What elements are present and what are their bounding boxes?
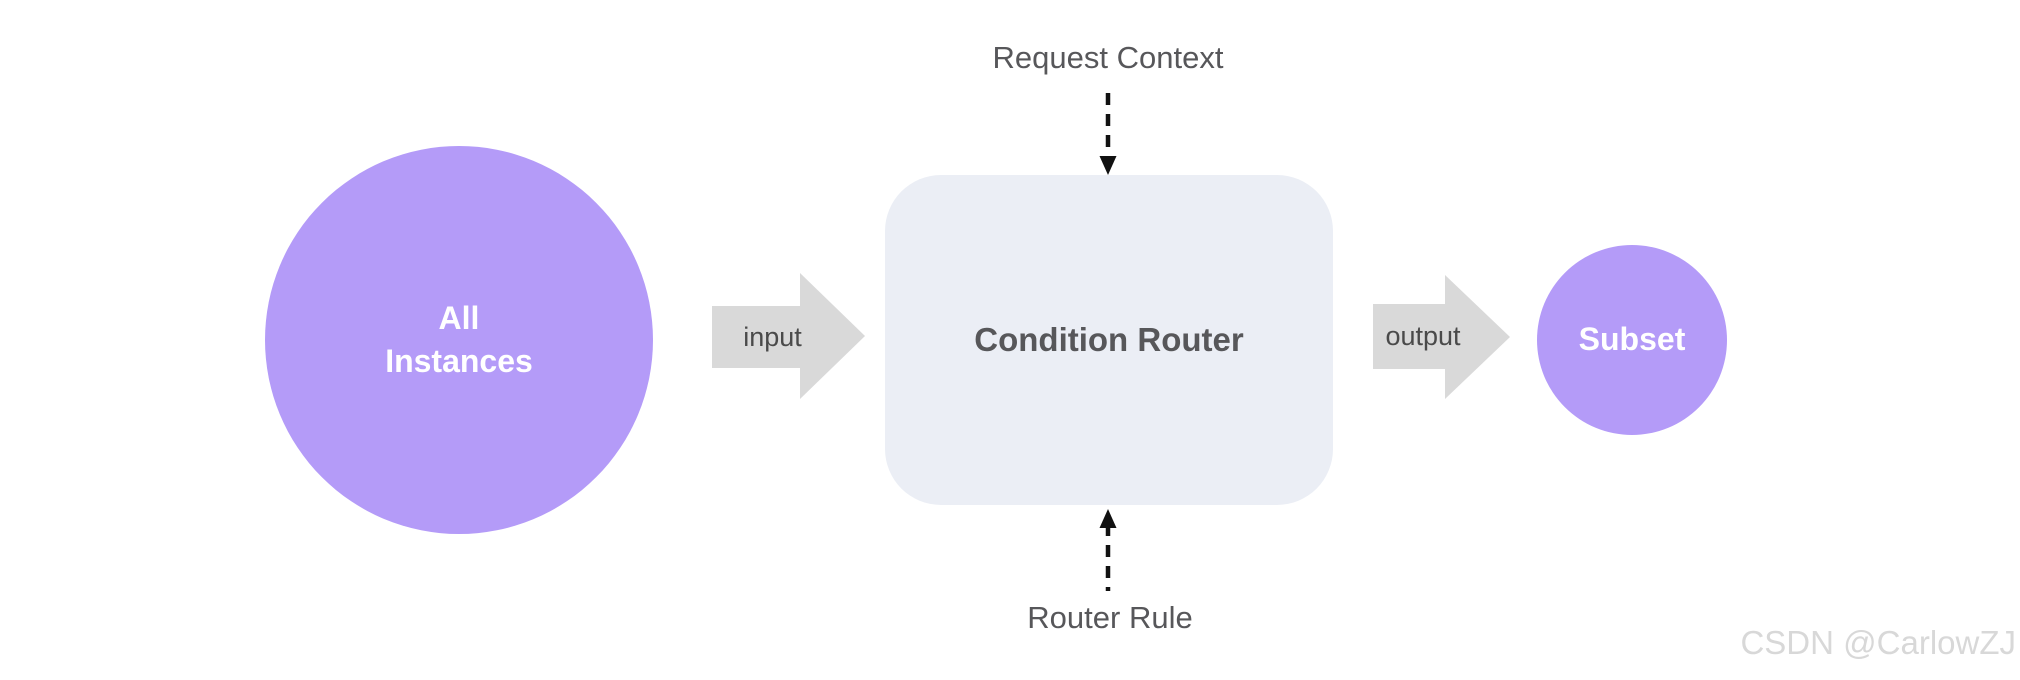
subset-node: Subset bbox=[1537, 245, 1727, 435]
condition-router-node: Condition Router bbox=[885, 175, 1333, 505]
input-arrow bbox=[712, 306, 800, 368]
input-arrow-label: input bbox=[743, 321, 802, 352]
csdn-watermark: CSDN @CarlowZJ bbox=[1740, 624, 2016, 661]
condition-router-label: Condition Router bbox=[974, 321, 1244, 358]
router-rule-dashed-arrow-icon bbox=[1099, 509, 1117, 591]
input-arrow-head-icon bbox=[800, 273, 865, 399]
all-instances-label: All Instances bbox=[385, 299, 533, 379]
request-context-dashed-arrow-icon bbox=[1099, 93, 1117, 175]
router-rule-label: Router Rule bbox=[1027, 600, 1193, 635]
subset-label: Subset bbox=[1578, 321, 1686, 358]
output-arrow bbox=[1373, 304, 1445, 369]
output-arrow-label: output bbox=[1385, 321, 1461, 351]
output-arrow-head-icon bbox=[1445, 275, 1510, 399]
all-instances-node: All Instances bbox=[265, 146, 653, 534]
request-context-label: Request Context bbox=[992, 40, 1224, 75]
